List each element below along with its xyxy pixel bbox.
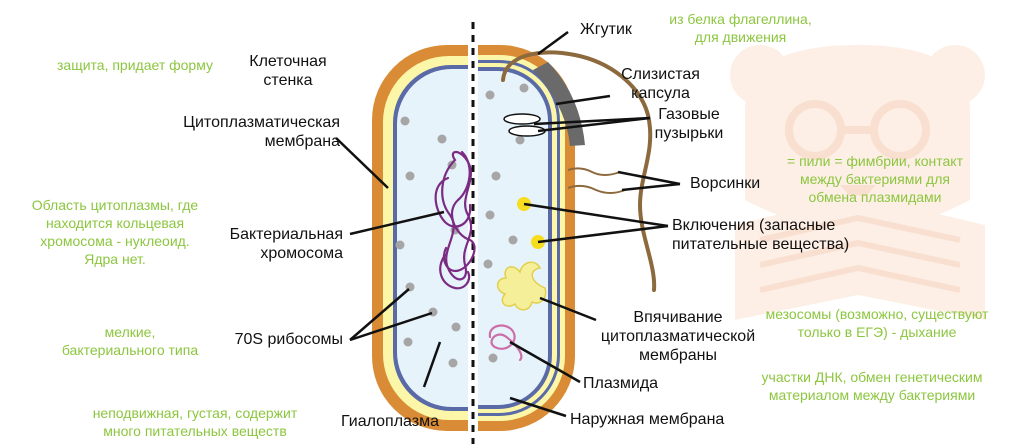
label-chromosome: Бактериальная хромосома (229, 226, 343, 262)
ribosomes (395, 83, 529, 368)
note-hyaloplasm: неподвижная, густая, содержит много пита… (92, 405, 298, 439)
bacterial-chromosome (434, 150, 476, 290)
note-mesosome: мезосомы (возможно, существуют только в … (765, 306, 989, 340)
label-mesosome: Впячивание цитоплазматической мембраны (600, 309, 756, 364)
label-flagellum: Жгутик (580, 21, 632, 38)
label-pili: Ворсинки (690, 175, 761, 192)
label-cell-wall: Клеточная стенка (249, 53, 327, 89)
label-gas-vesicles: Газовые пузырьки (654, 106, 724, 142)
note-wall: защита, придает форму (56, 57, 213, 73)
label-cyto-membrane: Цитоплазматическая мембрана (183, 114, 340, 150)
label-capsule: Слизистая капсула (621, 66, 700, 102)
watermark-bear-icon (730, 45, 985, 320)
pointer-lines (335, 30, 681, 418)
note-plasmid: участки ДНК, обмен генетическим материал… (761, 369, 983, 403)
note-cytoplasm: Область цитоплазмы, где находится кольце… (31, 197, 199, 267)
cytoplasm-left (397, 69, 468, 407)
note-pili: = пили = фимбрии, контакт между бактерия… (787, 153, 963, 205)
pili (567, 167, 626, 194)
mesosome-shape (496, 261, 547, 311)
note-ribosomes: мелкие, бактериального типа (61, 324, 199, 358)
label-outer-membrane: Наружная мембрана (570, 411, 725, 428)
label-plasmid: Плазмида (583, 375, 659, 392)
label-hyaloplasm: Гиалоплазма (341, 413, 439, 430)
note-flagellum: из белка флагеллина, для движения (669, 11, 812, 45)
cell-left-half (372, 45, 468, 431)
flagellum-shape (501, 50, 657, 292)
label-ribosomes: 70S рибосомы (234, 331, 343, 348)
label-inclusions: Включения (запасные питательные вещества… (672, 217, 850, 253)
gas-vesicle-1 (503, 113, 541, 125)
